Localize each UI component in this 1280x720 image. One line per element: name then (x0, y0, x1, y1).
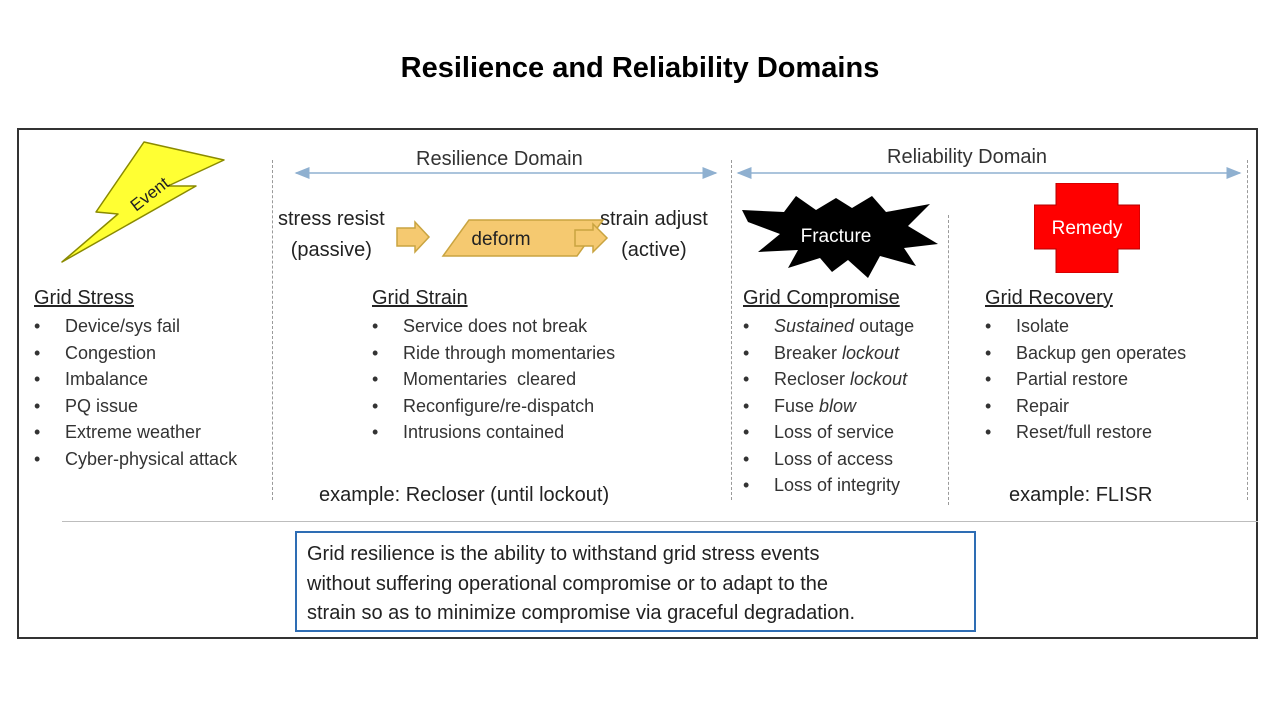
list-item: •Backup gen operates (985, 342, 1187, 363)
list-item: •Loss of access (743, 448, 894, 469)
recovery-example: example: FLISR (1009, 484, 1153, 506)
grid-stress-title: Grid Stress (34, 287, 135, 309)
separator-right (1247, 160, 1248, 500)
definition-line-2: without suffering operational compromise… (307, 572, 829, 595)
divider-line (62, 521, 1258, 522)
resilience-domain-label: Resilience Domain (416, 148, 583, 170)
grid-recovery-title: Grid Recovery (985, 287, 1113, 309)
list-item: •Recloser lockout (743, 369, 908, 389)
list-item: •Loss of service (743, 422, 895, 442)
deform-diagram: deform (396, 219, 605, 257)
left-arrow-icon (396, 220, 431, 254)
list-item: •Isolate (985, 316, 1070, 336)
stress-resist-text: stress resist (passive) (278, 204, 385, 266)
list-item: •Congestion (34, 342, 157, 363)
definition-line-1: Grid resilience is the ability to withst… (307, 543, 820, 565)
list-item: •Intrusions contained (372, 422, 565, 442)
list-item: •Momentaries cleared (372, 369, 577, 389)
fracture-label: Fracture (801, 226, 872, 247)
list-item: •Device/sys fail (34, 316, 181, 336)
deform-parallelogram (441, 219, 605, 257)
diagram-frame (17, 128, 1258, 639)
grid-compromise-list: •Sustained outage •Breaker lockout •Recl… (743, 313, 914, 499)
domain-arrows (294, 167, 1242, 179)
event-lightning-icon: Event (61, 141, 225, 263)
definition-box: Grid resilience is the ability to withst… (295, 531, 976, 632)
list-item: •Service does not break (372, 316, 588, 336)
list-item: •Breaker lockout (743, 342, 900, 363)
passive-label: (passive) (290, 239, 372, 261)
strain-adjust-text: strain adjust (active) (600, 204, 708, 266)
strain-example: example: Recloser (until lockout) (319, 484, 610, 506)
list-item: •Cyber-physical attack (34, 448, 238, 469)
remedy-cross-icon: Remedy (1034, 183, 1140, 273)
list-item: •Imbalance (34, 369, 149, 389)
reliability-domain-label: Reliability Domain (887, 146, 1048, 168)
right-arrow-icon (574, 222, 609, 254)
remedy-label: Remedy (1052, 218, 1123, 239)
list-item: •PQ issue (34, 395, 139, 416)
strain-adjust-label: strain adjust (600, 208, 708, 230)
active-label: (active) (621, 239, 687, 261)
definition-line-3: strain so as to minimize compromise via … (307, 602, 856, 624)
stress-resist-label: stress resist (278, 208, 385, 230)
list-item: •Partial restore (985, 369, 1129, 389)
grid-stress-list: •Device/sys fail •Congestion •Imbalance … (34, 313, 237, 472)
list-item: •Reconfigure/re-dispatch (372, 395, 595, 416)
list-item: •Sustained outage (743, 316, 915, 336)
grid-strain-title: Grid Strain (372, 287, 468, 309)
deform-label: deform (471, 229, 530, 250)
fracture-starburst-icon: Fracture (742, 196, 938, 278)
separator-strain-compromise (731, 160, 732, 500)
list-item: •Fuse blow (743, 395, 857, 416)
list-item: •Reset/full restore (985, 422, 1153, 442)
separator-stress-strain (272, 160, 273, 500)
grid-compromise-title: Grid Compromise (743, 287, 900, 309)
separator-compromise-recovery (948, 215, 949, 505)
list-item: •Loss of integrity (743, 475, 901, 495)
list-item: •Ride through momentaries (372, 342, 616, 363)
list-item: •Extreme weather (34, 422, 202, 442)
page-title: Resilience and Reliability Domains (400, 52, 880, 84)
list-item: •Repair (985, 395, 1070, 416)
grid-strain-list: •Service does not break •Ride through mo… (372, 313, 615, 446)
grid-recovery-list: •Isolate •Backup gen operates •Partial r… (985, 313, 1186, 446)
